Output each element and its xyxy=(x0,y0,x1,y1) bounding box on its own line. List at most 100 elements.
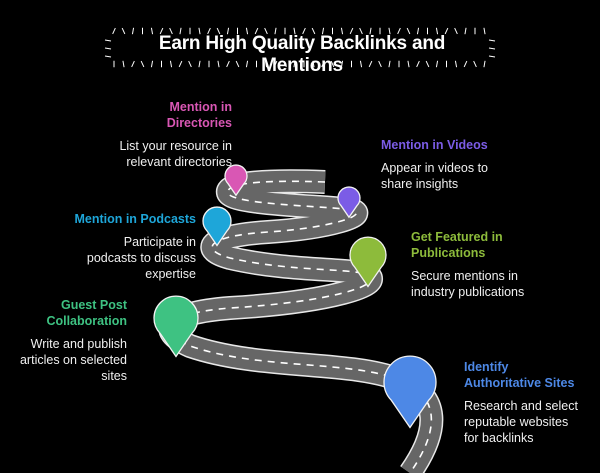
pin-identify-sites-icon xyxy=(383,355,437,429)
sparkle-mark xyxy=(104,39,112,42)
sparkle-mark xyxy=(488,47,496,50)
sparkle-mark xyxy=(321,27,325,35)
step-description: Participate in podcasts to discuss exper… xyxy=(40,234,196,282)
description-line: Secure mentions in xyxy=(411,269,519,283)
step-mention-podcasts: Mention in Podcasts Participate in podca… xyxy=(40,211,196,282)
sparkle-mark xyxy=(454,60,458,68)
sparkle-mark xyxy=(464,27,467,35)
sparkle-mark xyxy=(321,60,325,68)
description-line: Research and select xyxy=(464,399,578,413)
sparkle-mark xyxy=(198,27,201,35)
sparkle-mark xyxy=(473,60,477,68)
sparkle-mark xyxy=(454,27,458,35)
sparkle-mark xyxy=(216,27,221,35)
step-heading: Mention in Videos xyxy=(381,137,561,153)
step-heading: Guest Post Collaboration xyxy=(0,297,127,329)
sparkle-mark xyxy=(150,60,154,68)
sparkle-mark xyxy=(140,60,145,68)
sparkle-mark xyxy=(217,60,220,68)
sparkle-mark xyxy=(150,27,154,35)
sparkle-mark xyxy=(435,60,439,68)
heading-line: Authoritative Sites xyxy=(464,376,575,390)
sparkle-mark xyxy=(483,60,486,68)
winding-road xyxy=(158,169,444,473)
sparkle-mark xyxy=(264,27,268,35)
title-sparkle-border xyxy=(104,27,496,68)
step-heading: Get Featured in Publications xyxy=(411,229,591,261)
heading-line: Publications xyxy=(411,246,486,260)
step-description: Write and publish articles on selected s… xyxy=(0,336,127,384)
description-line: Appear in videos to xyxy=(381,161,489,175)
heading-line: Guest Post xyxy=(61,298,127,312)
sparkle-mark xyxy=(207,27,211,35)
description-line: Participate in xyxy=(123,235,196,249)
sparkle-mark xyxy=(406,27,411,35)
sparkle-mark xyxy=(131,27,135,35)
sparkle-mark xyxy=(407,60,410,68)
sparkle-mark xyxy=(273,60,278,68)
sparkle-mark xyxy=(104,47,112,50)
sparkle-mark xyxy=(245,27,249,35)
sparkle-mark xyxy=(416,60,420,68)
description-line: for backlinks xyxy=(464,431,534,445)
heading-line: Mention in Videos xyxy=(381,138,488,152)
sparkle-mark xyxy=(488,55,496,58)
sparkle-mark xyxy=(312,60,315,68)
sparkle-mark xyxy=(359,27,363,35)
heading-line: Get Featured in xyxy=(411,230,503,244)
description-line: Write and publish xyxy=(30,337,127,351)
sparkle-mark xyxy=(330,60,335,68)
description-line: reputable websites xyxy=(464,415,569,429)
sparkle-mark xyxy=(302,27,306,35)
step-guest-post: Guest Post Collaboration Write and publi… xyxy=(0,297,127,384)
sparkle-mark xyxy=(444,27,449,35)
sparkle-mark xyxy=(274,27,277,35)
sparkle-mark xyxy=(378,60,382,68)
road-surface xyxy=(159,170,442,473)
step-heading: Identify Authoritative Sites xyxy=(464,359,600,391)
description-line: podcasts to discuss xyxy=(86,251,196,265)
heading-line: Identify xyxy=(464,360,509,374)
sparkle-mark xyxy=(349,27,354,35)
sparkle-mark xyxy=(159,27,164,35)
sparkle-mark xyxy=(226,27,230,35)
pin-videos-icon xyxy=(337,186,361,219)
sparkle-mark xyxy=(311,27,316,35)
pin-publications-icon xyxy=(349,236,387,288)
heading-line: Directories xyxy=(166,116,232,130)
sparkle-mark xyxy=(293,60,296,68)
pin-directories-icon xyxy=(224,164,248,197)
step-description: Secure mentions in industry publications xyxy=(411,268,591,300)
step-description: Appear in videos to share insights xyxy=(381,160,561,192)
sparkle-mark xyxy=(169,27,173,35)
sparkle-mark xyxy=(388,60,391,68)
sparkle-mark xyxy=(131,60,135,68)
step-heading: Mention in Directories xyxy=(60,99,232,131)
sparkle-mark xyxy=(483,27,486,35)
sparkle-mark xyxy=(178,60,183,68)
heading-line: Mention in Podcasts xyxy=(74,212,196,226)
sparkle-mark xyxy=(488,39,496,42)
sparkle-mark xyxy=(122,60,125,68)
sparkle-mark xyxy=(425,60,430,68)
sparkle-mark xyxy=(112,27,116,35)
sparkle-mark xyxy=(340,27,344,35)
description-line: expertise xyxy=(145,267,196,281)
sparkle-mark xyxy=(359,60,363,68)
sparkle-mark xyxy=(388,27,391,35)
sparkle-mark xyxy=(283,60,287,68)
sparkle-mark xyxy=(397,27,401,35)
pin-guest-post-icon xyxy=(153,295,199,358)
sparkle-mark xyxy=(226,60,230,68)
step-mention-videos: Mention in Videos Appear in videos to sh… xyxy=(381,137,561,192)
description-line: List your resource in xyxy=(119,139,232,153)
sparkle-mark xyxy=(198,60,201,68)
description-line: articles on selected xyxy=(19,353,127,367)
description-line: share insights xyxy=(381,177,459,191)
description-line: sites xyxy=(101,369,127,383)
sparkle-mark xyxy=(435,27,439,35)
step-mention-directories: Mention in Directories List your resourc… xyxy=(60,99,232,170)
sparkle-mark xyxy=(368,60,373,68)
